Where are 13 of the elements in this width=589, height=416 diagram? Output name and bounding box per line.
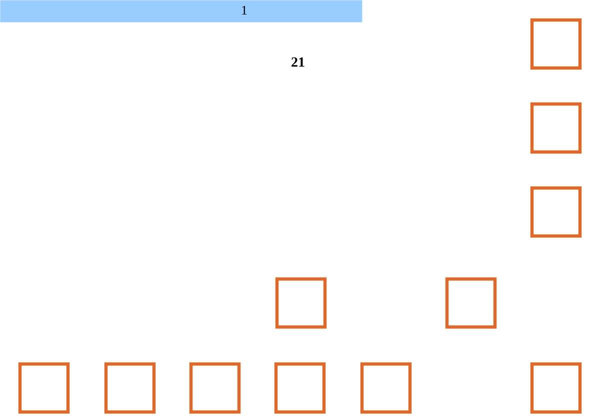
empty-box [18,362,70,414]
empty-box [360,362,412,414]
empty-box [104,362,156,414]
empty-box [530,102,582,154]
empty-box [274,362,326,414]
empty-box [530,186,582,238]
empty-box [530,18,582,70]
page-number: 21 [292,57,304,67]
empty-box [275,277,327,329]
empty-box [530,362,582,414]
empty-box [445,277,497,329]
empty-box [189,362,241,414]
header-band: 1 [0,0,362,22]
